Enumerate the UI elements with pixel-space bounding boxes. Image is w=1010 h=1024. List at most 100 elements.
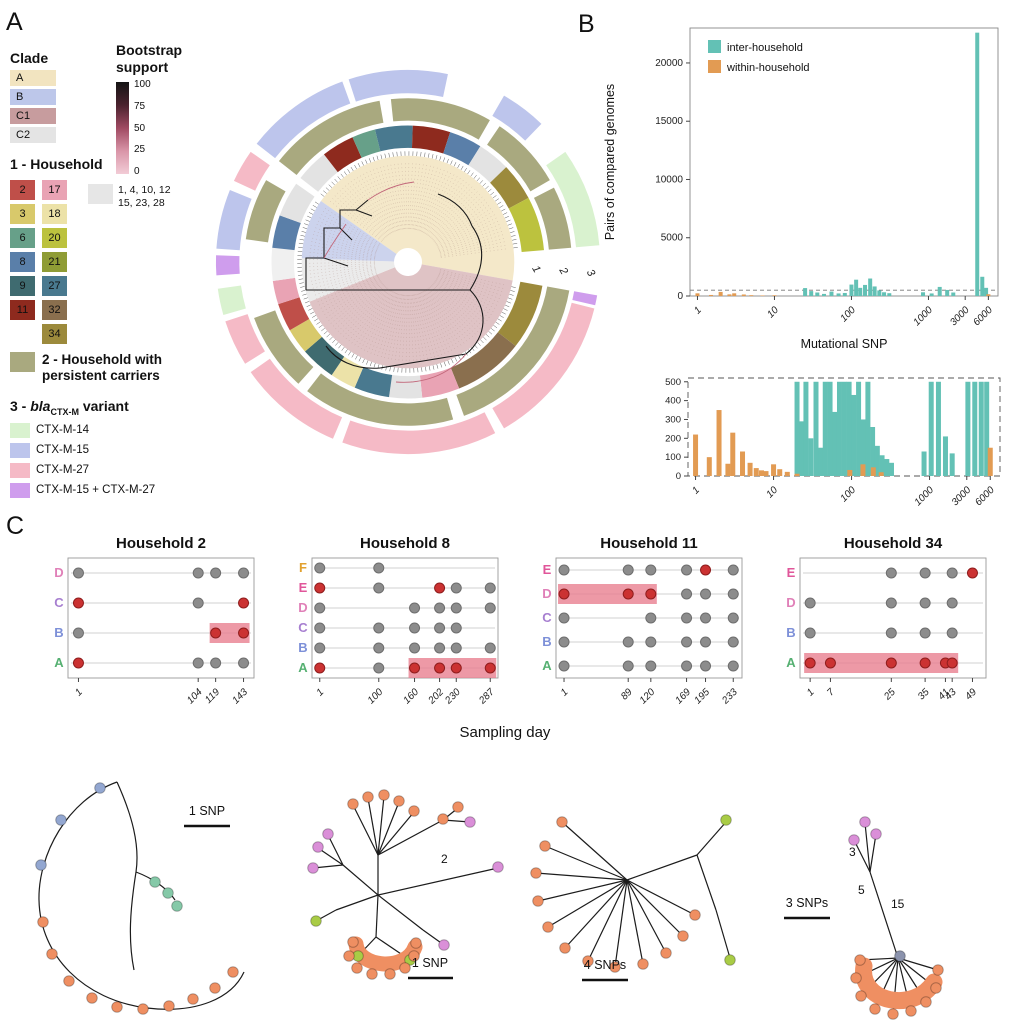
sample-dot-gray <box>210 567 222 579</box>
member-label-C: C <box>542 610 552 625</box>
histogram-bar-inter-household <box>836 293 841 296</box>
sample-dot-red <box>645 588 657 600</box>
genome-node-orange <box>366 968 378 980</box>
y-tick-label: 5000 <box>661 233 684 244</box>
persistent-carriers-legend: 2 - Household with persistent carriers <box>10 352 162 385</box>
histogram-bar-inter-household <box>949 453 955 476</box>
sample-dot-gray <box>804 627 816 639</box>
genome-node-blue <box>55 814 67 826</box>
sample-dot-red <box>238 627 250 639</box>
genome-node-orange <box>163 1000 175 1012</box>
tree-ring-segment <box>245 180 286 243</box>
persistent-carriage-band <box>804 653 959 673</box>
tree-tip-tick <box>304 223 309 226</box>
tree-branch <box>305 257 324 290</box>
histogram-bar-inter-household <box>888 462 894 476</box>
member-label-E: E <box>543 562 552 577</box>
member-label-D: D <box>54 565 63 580</box>
sample-dot-gray <box>727 588 739 600</box>
timeline-frame <box>311 557 499 679</box>
network-edge <box>342 864 379 896</box>
sample-dot-red <box>72 597 84 609</box>
tree-ring-segment <box>389 374 423 399</box>
tree-tip-tick <box>331 181 335 186</box>
household-title: Household 2 <box>116 535 206 552</box>
histogram-bar-inter-household <box>863 284 868 296</box>
tree-ring-segment <box>215 255 240 276</box>
genome-node-magenta <box>492 861 504 873</box>
sample-dot-gray <box>238 567 250 579</box>
y-tick-label: 500 <box>665 377 681 388</box>
histogram-bar-inter-household <box>815 292 820 296</box>
clade-swatch-C2: C2 <box>10 127 56 144</box>
household-swatch-27: 27 <box>42 276 67 297</box>
sample-dot-gray <box>700 588 712 600</box>
tree-tip-tick <box>499 205 504 208</box>
tree-tip-tick <box>329 336 333 341</box>
genome-node-orange <box>86 992 98 1004</box>
histogram-bar-inter-household <box>808 438 814 476</box>
y-tick-label: 15000 <box>655 116 683 127</box>
y-tick-label: 0 <box>676 471 681 482</box>
sample-dot-gray <box>946 597 958 609</box>
sample-dot-gray <box>919 627 931 639</box>
histogram-bar-inter-household <box>874 445 880 476</box>
variant-label: CTX-M-14 <box>36 424 90 437</box>
member-label-C: C <box>54 595 64 610</box>
sample-dot-gray <box>72 627 84 639</box>
tree-branch-low-support <box>395 353 467 383</box>
sample-dot-gray <box>681 564 693 576</box>
histogram-bar-within-household <box>732 293 737 296</box>
sample-dot-gray <box>450 642 462 654</box>
tree-tip-tick <box>335 342 339 346</box>
sample-dot-red <box>946 657 958 669</box>
tree-ring-segment <box>233 151 270 191</box>
tree-tip-tick <box>447 360 450 365</box>
tree-ring-segment <box>331 356 364 388</box>
sample-dot-gray <box>946 567 958 579</box>
network-edge <box>626 879 667 954</box>
histogram-bar-inter-household <box>980 276 985 296</box>
tree-tip-tick <box>338 344 342 349</box>
tree-tip-tick <box>318 324 323 328</box>
tree-ring-segment <box>323 137 362 173</box>
tree-tip-tick <box>358 357 362 362</box>
member-label-E: E <box>787 565 796 580</box>
sample-dot-red <box>238 597 250 609</box>
network-edge <box>626 879 696 916</box>
genome-node-orange <box>437 813 449 825</box>
y-axis-label: Pairs of compared genomes <box>603 84 617 240</box>
genome-node-orange <box>347 798 359 810</box>
y-tick-label: 200 <box>665 433 681 444</box>
genome-node-slate <box>894 950 906 962</box>
tree-ring-segment <box>307 373 454 426</box>
histogram-bar-within-household <box>741 294 746 296</box>
genome-node-magenta <box>322 828 334 840</box>
sample-dot-gray <box>314 602 326 614</box>
histogram-bar-inter-household <box>887 293 892 296</box>
member-label-E: E <box>299 580 308 595</box>
timeline-frame <box>67 557 255 679</box>
household-swatch-6: 6 <box>10 228 35 249</box>
histogram-bar-inter-household <box>978 381 984 476</box>
variant-legend-item: CTX-M-27 <box>10 462 155 478</box>
x-tick-label: 49 <box>963 686 979 702</box>
genome-node-orange <box>542 921 554 933</box>
genome-node-orange <box>408 950 420 962</box>
tree-tip-tick <box>376 155 379 161</box>
network-household-8: 21 SNP <box>307 789 504 980</box>
variant-legend-title: 3 - blaCTX-M variant <box>10 398 129 417</box>
tree-ring-segment <box>419 367 460 398</box>
genome-node-orange <box>351 962 363 974</box>
tree-tip-tick <box>308 308 313 311</box>
genome-node-orange <box>920 996 932 1008</box>
tree-tip-tick <box>506 301 511 304</box>
sample-dot-gray <box>72 567 84 579</box>
histogram-bar-inter-household <box>846 381 852 476</box>
x-tick-label: 1 <box>805 687 817 699</box>
genome-node-orange <box>37 916 49 928</box>
histogram-bar-inter-household <box>813 381 819 476</box>
tree-ring-segment <box>352 129 381 158</box>
